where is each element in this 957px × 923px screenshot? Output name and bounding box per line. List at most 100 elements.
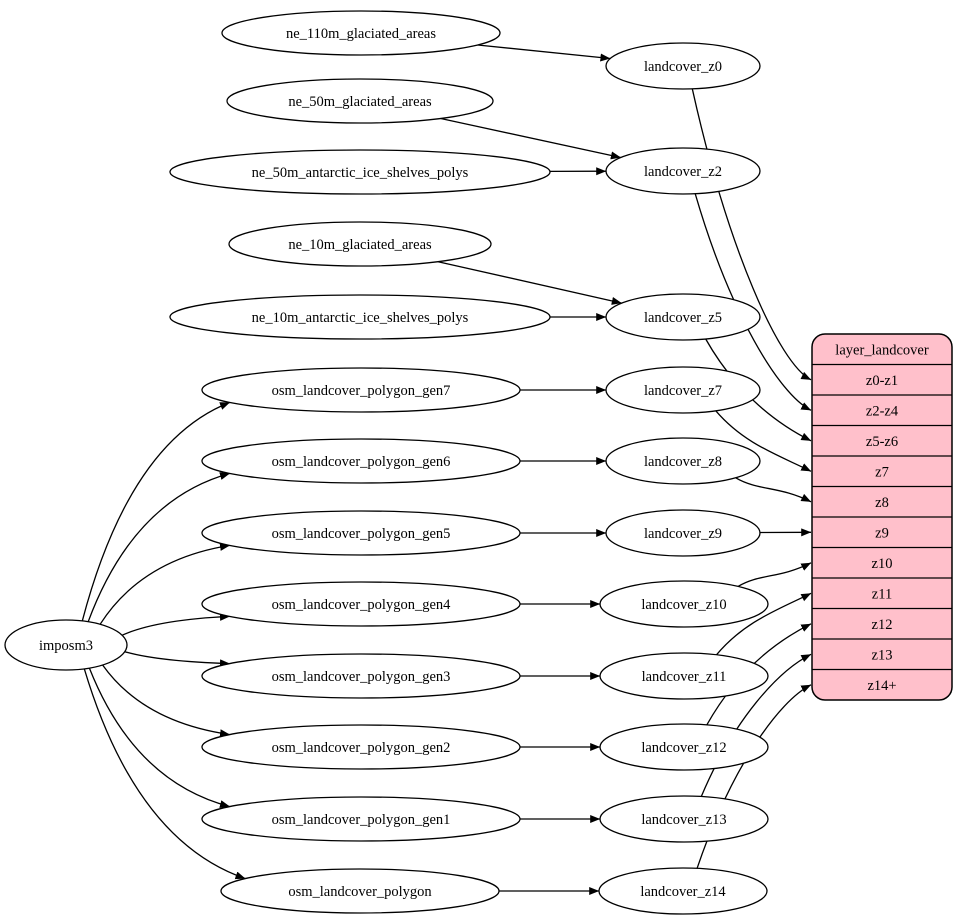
table-row-label: z8 [875, 495, 889, 511]
node-ellipse [605, 293, 761, 341]
node-ne_10m_glaciated_areas: ne_10m_glaciated_areas [228, 221, 492, 267]
node-landcover_z7: landcover_z7 [605, 366, 761, 414]
edge-landcover_z12-to-z12 [706, 623, 812, 726]
node-label: osm_landcover_polygon_gen7 [272, 383, 451, 399]
node-label: osm_landcover_polygon_gen2 [272, 740, 451, 756]
node-label: ne_50m_glaciated_areas [288, 94, 432, 110]
node-label: ne_10m_glaciated_areas [288, 237, 432, 253]
node-osm_landcover_polygon_gen4: osm_landcover_polygon_gen4 [201, 581, 521, 627]
table-row-label: z13 [872, 647, 893, 663]
node-ellipse [599, 723, 769, 771]
edge-landcover_z11-to-z11 [716, 592, 812, 656]
node-ellipse [201, 438, 521, 484]
node-landcover_z8: landcover_z8 [605, 437, 761, 485]
edge-imposm3-to-osm_landcover_polygon_gen2 [102, 664, 230, 738]
table-title: layer_landcover [835, 342, 929, 358]
edge-imposm3-to-osm_landcover_polygon_gen5 [99, 543, 230, 625]
node-ellipse [4, 619, 128, 671]
table-row-label: z11 [872, 586, 892, 602]
node-ellipse [599, 580, 769, 628]
edge-landcover_z7-to-z7 [715, 410, 812, 472]
node-label: osm_landcover_polygon_gen1 [272, 812, 451, 828]
node-osm_landcover_polygon_gen3: osm_landcover_polygon_gen3 [201, 653, 521, 699]
nodes: ne_110m_glaciated_areas ne_50m_glaciated_… [4, 10, 769, 915]
node-ellipse [221, 10, 501, 56]
table-row-label: z10 [872, 556, 893, 572]
node-ne_50m_glaciated_areas: ne_50m_glaciated_areas [226, 78, 494, 124]
node-ne_10m_antarctic_ice_shelves_polys: ne_10m_antarctic_ice_shelves_polys [169, 294, 551, 340]
node-ellipse [201, 367, 521, 413]
node-landcover_z13: landcover_z13 [599, 795, 769, 843]
node-osm_landcover_polygon: osm_landcover_polygon [220, 868, 500, 914]
node-ellipse [605, 509, 761, 557]
node-landcover_z0: landcover_z0 [605, 42, 761, 90]
node-label: landcover_z12 [641, 740, 726, 756]
node-label: osm_landcover_polygon_gen3 [272, 669, 451, 685]
node-label: osm_landcover_polygon [288, 884, 432, 900]
edge-landcover_z8-to-z8 [735, 477, 812, 503]
node-ne_110m_glaciated_areas: ne_110m_glaciated_areas [221, 10, 501, 56]
table-row-label: z14+ [867, 678, 896, 694]
table-row-label: z2-z4 [866, 403, 899, 419]
node-landcover_z14: landcover_z14 [598, 867, 768, 915]
table-row-label: z12 [872, 617, 893, 633]
node-ellipse [201, 653, 521, 699]
node-label: imposm3 [39, 638, 93, 654]
node-label: landcover_z10 [641, 597, 726, 613]
table-row-label: z9 [875, 525, 889, 541]
node-label: ne_50m_antarctic_ice_shelves_polys [252, 165, 469, 181]
node-ellipse [599, 795, 769, 843]
node-label: landcover_z14 [640, 884, 726, 900]
node-ellipse [605, 42, 761, 90]
edge-landcover_z2-to-z2-z4 [694, 193, 812, 411]
edge-ne_10m_glaciated_areas-to-landcover_z5 [437, 261, 622, 305]
node-label: landcover_z5 [644, 310, 722, 326]
node-label: landcover_z8 [644, 454, 722, 470]
node-osm_landcover_polygon_gen2: osm_landcover_polygon_gen2 [201, 724, 521, 770]
node-ellipse [599, 652, 769, 700]
node-ellipse [605, 437, 761, 485]
node-ellipse [220, 868, 500, 914]
node-label: osm_landcover_polygon_gen4 [272, 597, 452, 613]
node-osm_landcover_polygon_gen7: osm_landcover_polygon_gen7 [201, 367, 521, 413]
node-label: landcover_z7 [644, 383, 722, 399]
node-ellipse [169, 149, 551, 195]
edge-imposm3-to-osm_landcover_polygon [83, 668, 246, 880]
edge-landcover_z5-to-z5-z6 [705, 338, 812, 442]
edge-ne_110m_glaciated_areas-to-landcover_z0 [477, 44, 611, 62]
node-osm_landcover_polygon_gen6: osm_landcover_polygon_gen6 [201, 438, 521, 484]
edge-imposm3-to-osm_landcover_polygon_gen6 [87, 472, 230, 622]
node-label: ne_10m_antarctic_ice_shelves_polys [252, 310, 469, 326]
edge-imposm3-to-osm_landcover_polygon_gen3 [124, 651, 230, 668]
node-ellipse [169, 294, 551, 340]
node-ellipse [226, 78, 494, 124]
node-label: osm_landcover_polygon_gen5 [272, 526, 451, 542]
node-ne_50m_antarctic_ice_shelves_polys: ne_50m_antarctic_ice_shelves_polys [169, 149, 551, 195]
node-osm_landcover_polygon_gen1: osm_landcover_polygon_gen1 [201, 796, 521, 842]
edges [81, 44, 812, 895]
node-ellipse [201, 581, 521, 627]
node-landcover_z5: landcover_z5 [605, 293, 761, 341]
node-landcover_z10: landcover_z10 [599, 580, 769, 628]
node-ellipse [201, 510, 521, 556]
node-label: landcover_z13 [641, 812, 726, 828]
edge-ne_50m_glaciated_areas-to-landcover_z2 [440, 117, 621, 160]
node-ellipse [201, 724, 521, 770]
node-label: landcover_z9 [644, 526, 722, 542]
table-layer-landcover: layer_landcoverz0-z1z2-z4z5-z6z7z8z9z10z… [811, 333, 953, 701]
edge-landcover_z10-to-z10 [737, 562, 812, 587]
node-label: landcover_z11 [642, 669, 727, 685]
node-label: landcover_z2 [644, 164, 722, 180]
node-label: osm_landcover_polygon_gen6 [272, 454, 451, 470]
node-ellipse [605, 147, 761, 195]
edge-imposm3-to-osm_landcover_polygon_gen4 [121, 612, 230, 636]
node-landcover_z11: landcover_z11 [599, 652, 769, 700]
node-label: ne_110m_glaciated_areas [286, 26, 436, 42]
node-landcover_z9: landcover_z9 [605, 509, 761, 557]
node-label: landcover_z0 [644, 59, 722, 75]
node-landcover_z12: landcover_z12 [599, 723, 769, 771]
node-ellipse [605, 366, 761, 414]
node-ellipse [201, 796, 521, 842]
edge-imposm3-to-osm_landcover_polygon_gen1 [88, 667, 230, 808]
node-osm_landcover_polygon_gen5: osm_landcover_polygon_gen5 [201, 510, 521, 556]
